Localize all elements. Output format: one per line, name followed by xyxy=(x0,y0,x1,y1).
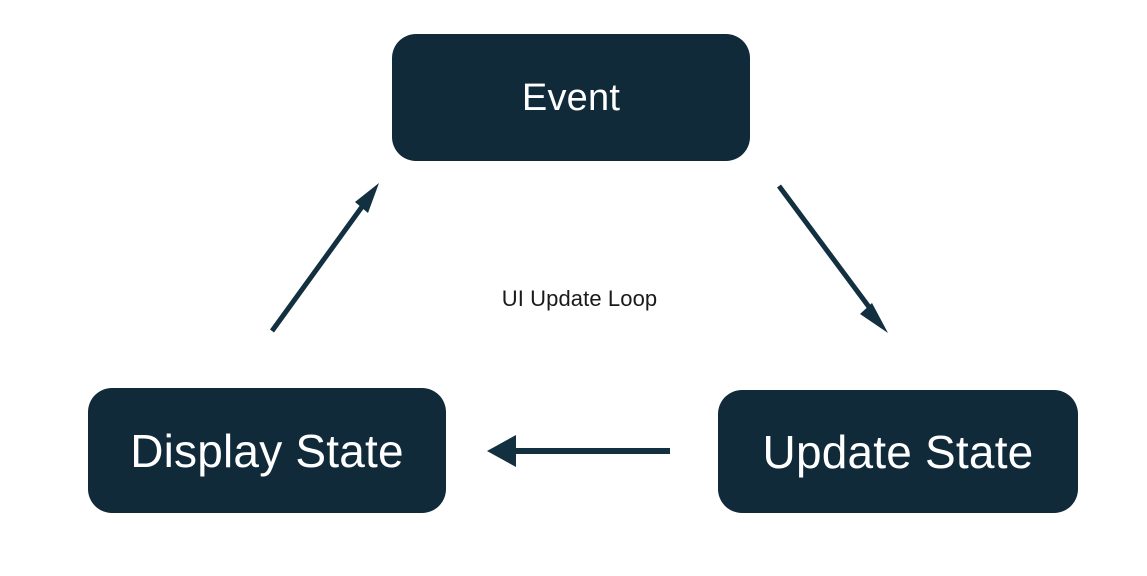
node-update-state[interactable]: Update State xyxy=(718,390,1078,513)
node-event[interactable]: Event xyxy=(392,34,750,161)
arrow-event-to-update-state xyxy=(776,184,888,333)
node-display-state[interactable]: Display State xyxy=(88,388,446,513)
loop-caption: UI Update Loop xyxy=(501,286,658,311)
node-event-label: Event xyxy=(521,76,621,119)
node-display-state-label: Display State xyxy=(130,424,404,477)
arrow-update-state-to-display-state xyxy=(487,435,670,467)
node-update-state-label: Update State xyxy=(762,425,1034,478)
